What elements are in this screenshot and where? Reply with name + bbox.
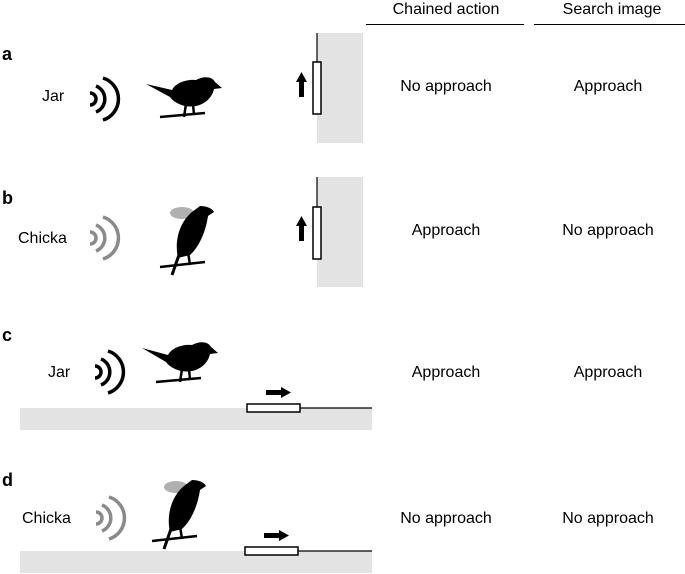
- call-label: Chicka: [18, 230, 67, 247]
- sound-wave-icon: [94, 349, 126, 395]
- chained-action-cell: No approach: [400, 78, 492, 95]
- stimulus-pole: [312, 61, 322, 115]
- bird-icon: [151, 480, 206, 550]
- call-label: Jar: [42, 88, 65, 105]
- search-image-cell: No approach: [562, 222, 654, 239]
- chained-action-cell: Approach: [411, 222, 481, 239]
- horizontal-substrate: [20, 551, 372, 573]
- vertical-substrate: [317, 33, 363, 143]
- chained-action-cell: No approach: [400, 510, 492, 527]
- arrow-up-icon: [296, 216, 307, 241]
- search-image-cell: Approach: [573, 78, 643, 95]
- column-rule-search-image: [534, 24, 685, 25]
- call-label: Chicka: [22, 510, 71, 527]
- bird-icon: [159, 206, 214, 276]
- panel-letter: d: [2, 470, 13, 490]
- stimulus-pole: [246, 403, 301, 413]
- sound-wave-icon: [95, 495, 127, 541]
- sound-wave-icon: [89, 215, 121, 261]
- arrow-right-icon: [266, 387, 291, 398]
- panel-letter: b: [2, 188, 13, 208]
- chained-action-cell: Approach: [411, 364, 481, 381]
- bird-icon: [142, 342, 218, 384]
- stimulus-pole: [312, 206, 322, 260]
- call-label: Jar: [48, 364, 71, 381]
- arrow-right-icon: [264, 530, 289, 541]
- search-image-cell: Approach: [573, 364, 643, 381]
- horizontal-substrate: [20, 408, 372, 430]
- arrow-up-icon: [296, 72, 307, 97]
- column-rule-chained-action: [366, 24, 524, 25]
- vertical-substrate: [317, 177, 363, 287]
- column-header-search-image: Search image: [562, 1, 662, 18]
- panel-letter: c: [2, 325, 13, 345]
- bird-icon: [146, 77, 222, 119]
- stimulus-pole: [244, 546, 299, 556]
- sound-wave-icon: [89, 76, 121, 122]
- panel-letter: a: [2, 44, 13, 64]
- search-image-cell: No approach: [562, 510, 654, 527]
- column-header-chained-action: Chained action: [392, 1, 500, 18]
